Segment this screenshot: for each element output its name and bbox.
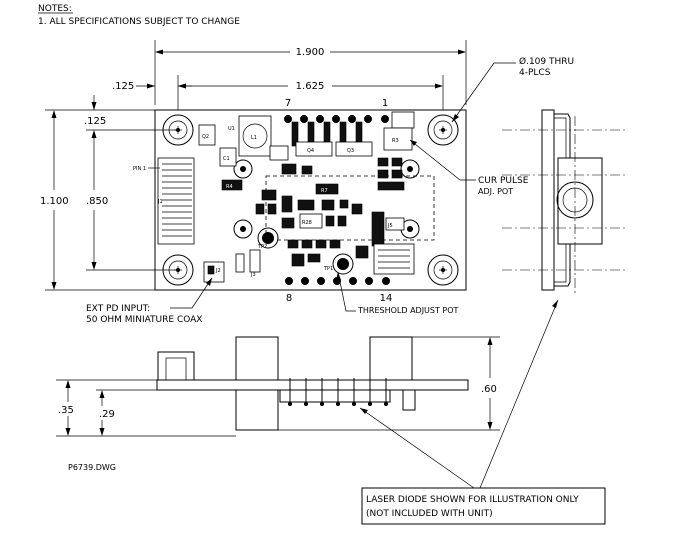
svg-text:R4: R4	[226, 184, 233, 190]
component-q2: Q2	[198, 124, 216, 146]
mounting-hole-bottom-left	[162, 254, 194, 286]
callout-ext-pd: EXT PD INPUT: 50 OHM MINIATURE COAX	[86, 277, 213, 325]
connector-j5: J5	[371, 211, 415, 275]
label-u1: U1	[228, 126, 235, 132]
side-height-label: .60	[481, 384, 497, 395]
pcb-top-view: 7 1 8 14	[133, 98, 467, 304]
front-view	[156, 336, 469, 431]
dimension-pin-height-long: .35	[56, 379, 236, 437]
label-j5: J5	[387, 223, 393, 229]
dimension-hole-offset-x: .125	[112, 81, 192, 92]
dimension-side-height: .60	[270, 336, 500, 431]
drawing-id: P6739.DWG	[68, 463, 116, 472]
label-j3: J3	[250, 272, 256, 278]
pin-number-7: 7	[285, 98, 291, 109]
dimension-hole-span-width: 1.625	[177, 75, 444, 110]
label-j1: J1	[157, 199, 163, 205]
pin-number-1: 1	[382, 98, 388, 109]
svg-text:C1: C1	[223, 156, 230, 162]
label-r28: R28	[302, 220, 312, 226]
diode-footprint-outline	[265, 175, 435, 241]
notes-item-1: 1. ALL SPECIFICATIONS SUBJECT TO CHANGE	[38, 17, 240, 27]
dimension-pin-height-short: .29	[96, 389, 157, 436]
mounting-hole-top-right	[427, 114, 459, 146]
label-j2: J2	[215, 268, 221, 274]
hole-offset-y-label: .125	[84, 116, 106, 127]
component-cluster-mid: R28	[255, 189, 363, 229]
ext-pd-sub-label: 50 OHM MINIATURE COAX	[86, 315, 202, 325]
mount-hole-count-label: 4-PLCS	[519, 68, 551, 78]
cur-pulse-pot: R3	[377, 111, 415, 191]
cur-pulse-sub-label: ADJ. POT	[478, 187, 513, 196]
laser-note-line1: LASER DIODE SHOWN FOR ILLUSTRATION ONLY	[366, 495, 579, 505]
hole-span-height-label: .850	[86, 196, 108, 207]
overall-height-label: 1.100	[40, 196, 69, 207]
pin1-label: PIN 1	[133, 166, 146, 172]
laser-note-line2: (NOT INCLUDED WITH UNIT)	[366, 509, 493, 519]
component-c1: C1	[219, 147, 237, 167]
pin-number-14: 14	[380, 293, 393, 304]
laser-note-box: LASER DIODE SHOWN FOR ILLUSTRATION ONLY …	[361, 487, 606, 525]
callout-threshold: THRESHOLD ADJUST POT	[336, 271, 459, 315]
callout-cur-pulse: CUR PULSE ADJ. POT	[409, 139, 529, 196]
pin-height-long-label: .35	[58, 405, 74, 416]
mount-hole-label: Ø.109 THRU	[519, 56, 574, 67]
laser-note-leaders	[359, 299, 559, 489]
threshold-adjust-pot: TP1	[323, 253, 354, 275]
mounting-hole-top-left	[162, 114, 194, 146]
side-view-right	[502, 109, 628, 296]
svg-text:TP1: TP1	[323, 266, 333, 272]
component-array-top: Q4 Q3	[269, 121, 373, 175]
hole-span-width-label: 1.625	[296, 81, 325, 92]
overall-width-label: 1.900	[296, 47, 325, 58]
pin-height-short-label: .29	[99, 409, 115, 420]
component-l1: L1	[238, 115, 272, 157]
svg-text:R7: R7	[321, 188, 328, 194]
connector-j1: J1	[157, 157, 195, 245]
hole-offset-x-label: .125	[112, 81, 134, 92]
cur-pulse-label: CUR PULSE	[478, 176, 529, 186]
svg-text:L1: L1	[251, 135, 257, 141]
pin-row-bottom	[285, 277, 390, 285]
svg-text:Q2: Q2	[202, 134, 209, 140]
notes-heading: NOTES:	[38, 4, 72, 14]
label-q4: Q4	[307, 148, 314, 154]
ext-pd-label: EXT PD INPUT:	[86, 304, 150, 314]
trimpot-tp2: TP2	[257, 227, 279, 250]
label-q3: Q3	[347, 148, 354, 154]
component-r7: R7	[315, 183, 339, 195]
component-cluster-bottom: J3	[235, 239, 369, 278]
connector-j2-coax: J2	[203, 261, 225, 283]
pin-row-top	[284, 115, 389, 123]
label-r3: R3	[392, 138, 399, 144]
pin-number-8: 8	[286, 293, 292, 304]
svg-text:TP2: TP2	[257, 244, 267, 250]
dimension-overall-width: 1.900	[154, 40, 467, 105]
dimension-hole-offset-y: .125	[84, 95, 106, 127]
mounting-hole-bottom-right	[427, 254, 459, 286]
dimension-overall-height: 1.100	[40, 109, 155, 291]
component-r4: R4	[221, 179, 243, 191]
threshold-label: THRESHOLD ADJUST POT	[357, 306, 459, 315]
callout-mount-hole: Ø.109 THRU 4-PLCS	[451, 56, 574, 123]
